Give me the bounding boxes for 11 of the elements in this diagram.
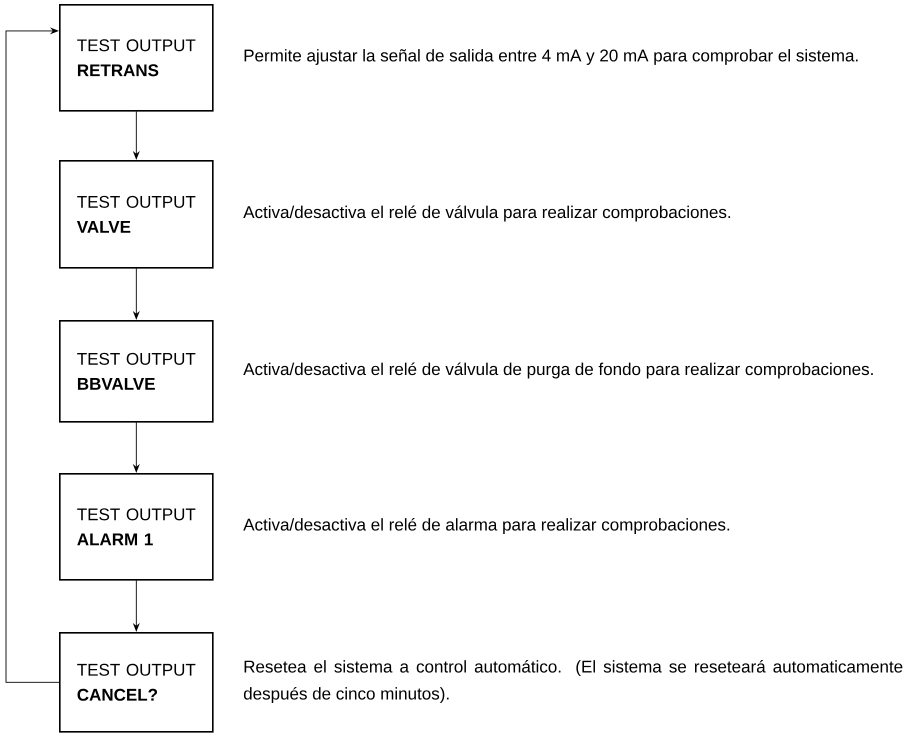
display-box: TEST OUTPUT BBVALVE — [59, 320, 214, 423]
description-text: Activa/desactiva el relé de válvula de purga de fondo para realizar comprobaciones. — [243, 362, 873, 378]
display-box: TEST OUTPUT VALVE — [59, 160, 214, 269]
description-text: Activa/desactiva el relé de alarma para realizar comprobaciones. — [243, 518, 730, 534]
display-box: TEST OUTPUT CANCEL? — [59, 632, 214, 733]
description-text: Permite ajustar la señal de salida entre 4 mA y 20 mA para comprobar el sistema. — [244, 49, 858, 65]
display-box: TEST OUTPUT RETRANS — [59, 4, 214, 112]
description-text: Resetea el sistema a control automático. (El sistema se reseteará automaticamente después de cinco minutos). — [244, 660, 902, 703]
description-text: Activa/desactiva el relé de válvula para realizar comprobaciones. — [243, 205, 730, 222]
display-box: TEST OUTPUT ALARM 1 — [59, 472, 214, 581]
arrow — [6, 27, 60, 683]
